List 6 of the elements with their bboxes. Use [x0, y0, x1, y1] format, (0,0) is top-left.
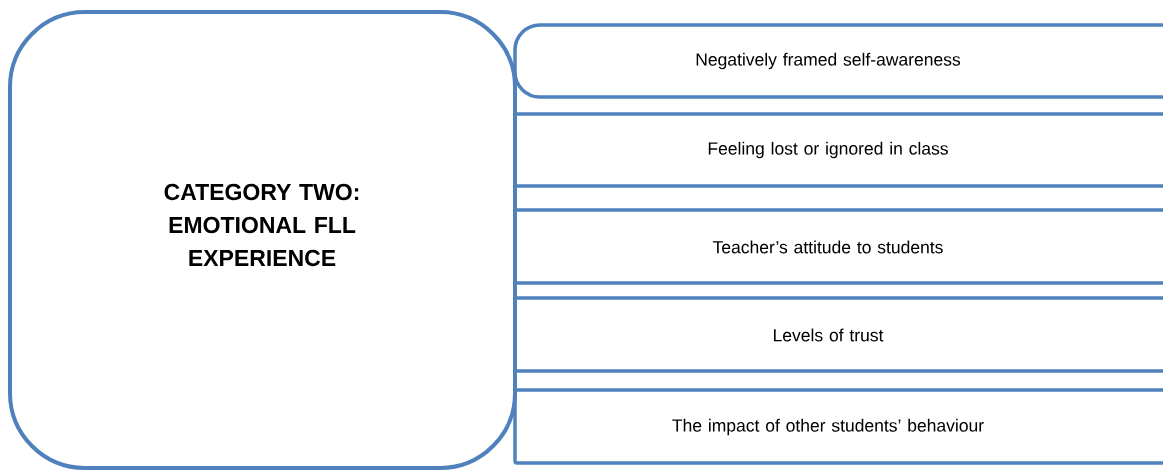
subcategory-band: The impact of other students’ behaviour	[513, 388, 1163, 465]
subcategory-band: Negatively framed self-awareness	[513, 23, 1163, 99]
category-box: CATEGORY TWO: EMOTIONAL FLL EXPERIENCE	[8, 10, 517, 470]
subcategory-band: Feeling lost or ignored in class	[513, 112, 1163, 188]
subcategory-band: Teacher’s attitude to students	[513, 208, 1163, 285]
subcategory-band: Levels of trust	[513, 296, 1163, 373]
